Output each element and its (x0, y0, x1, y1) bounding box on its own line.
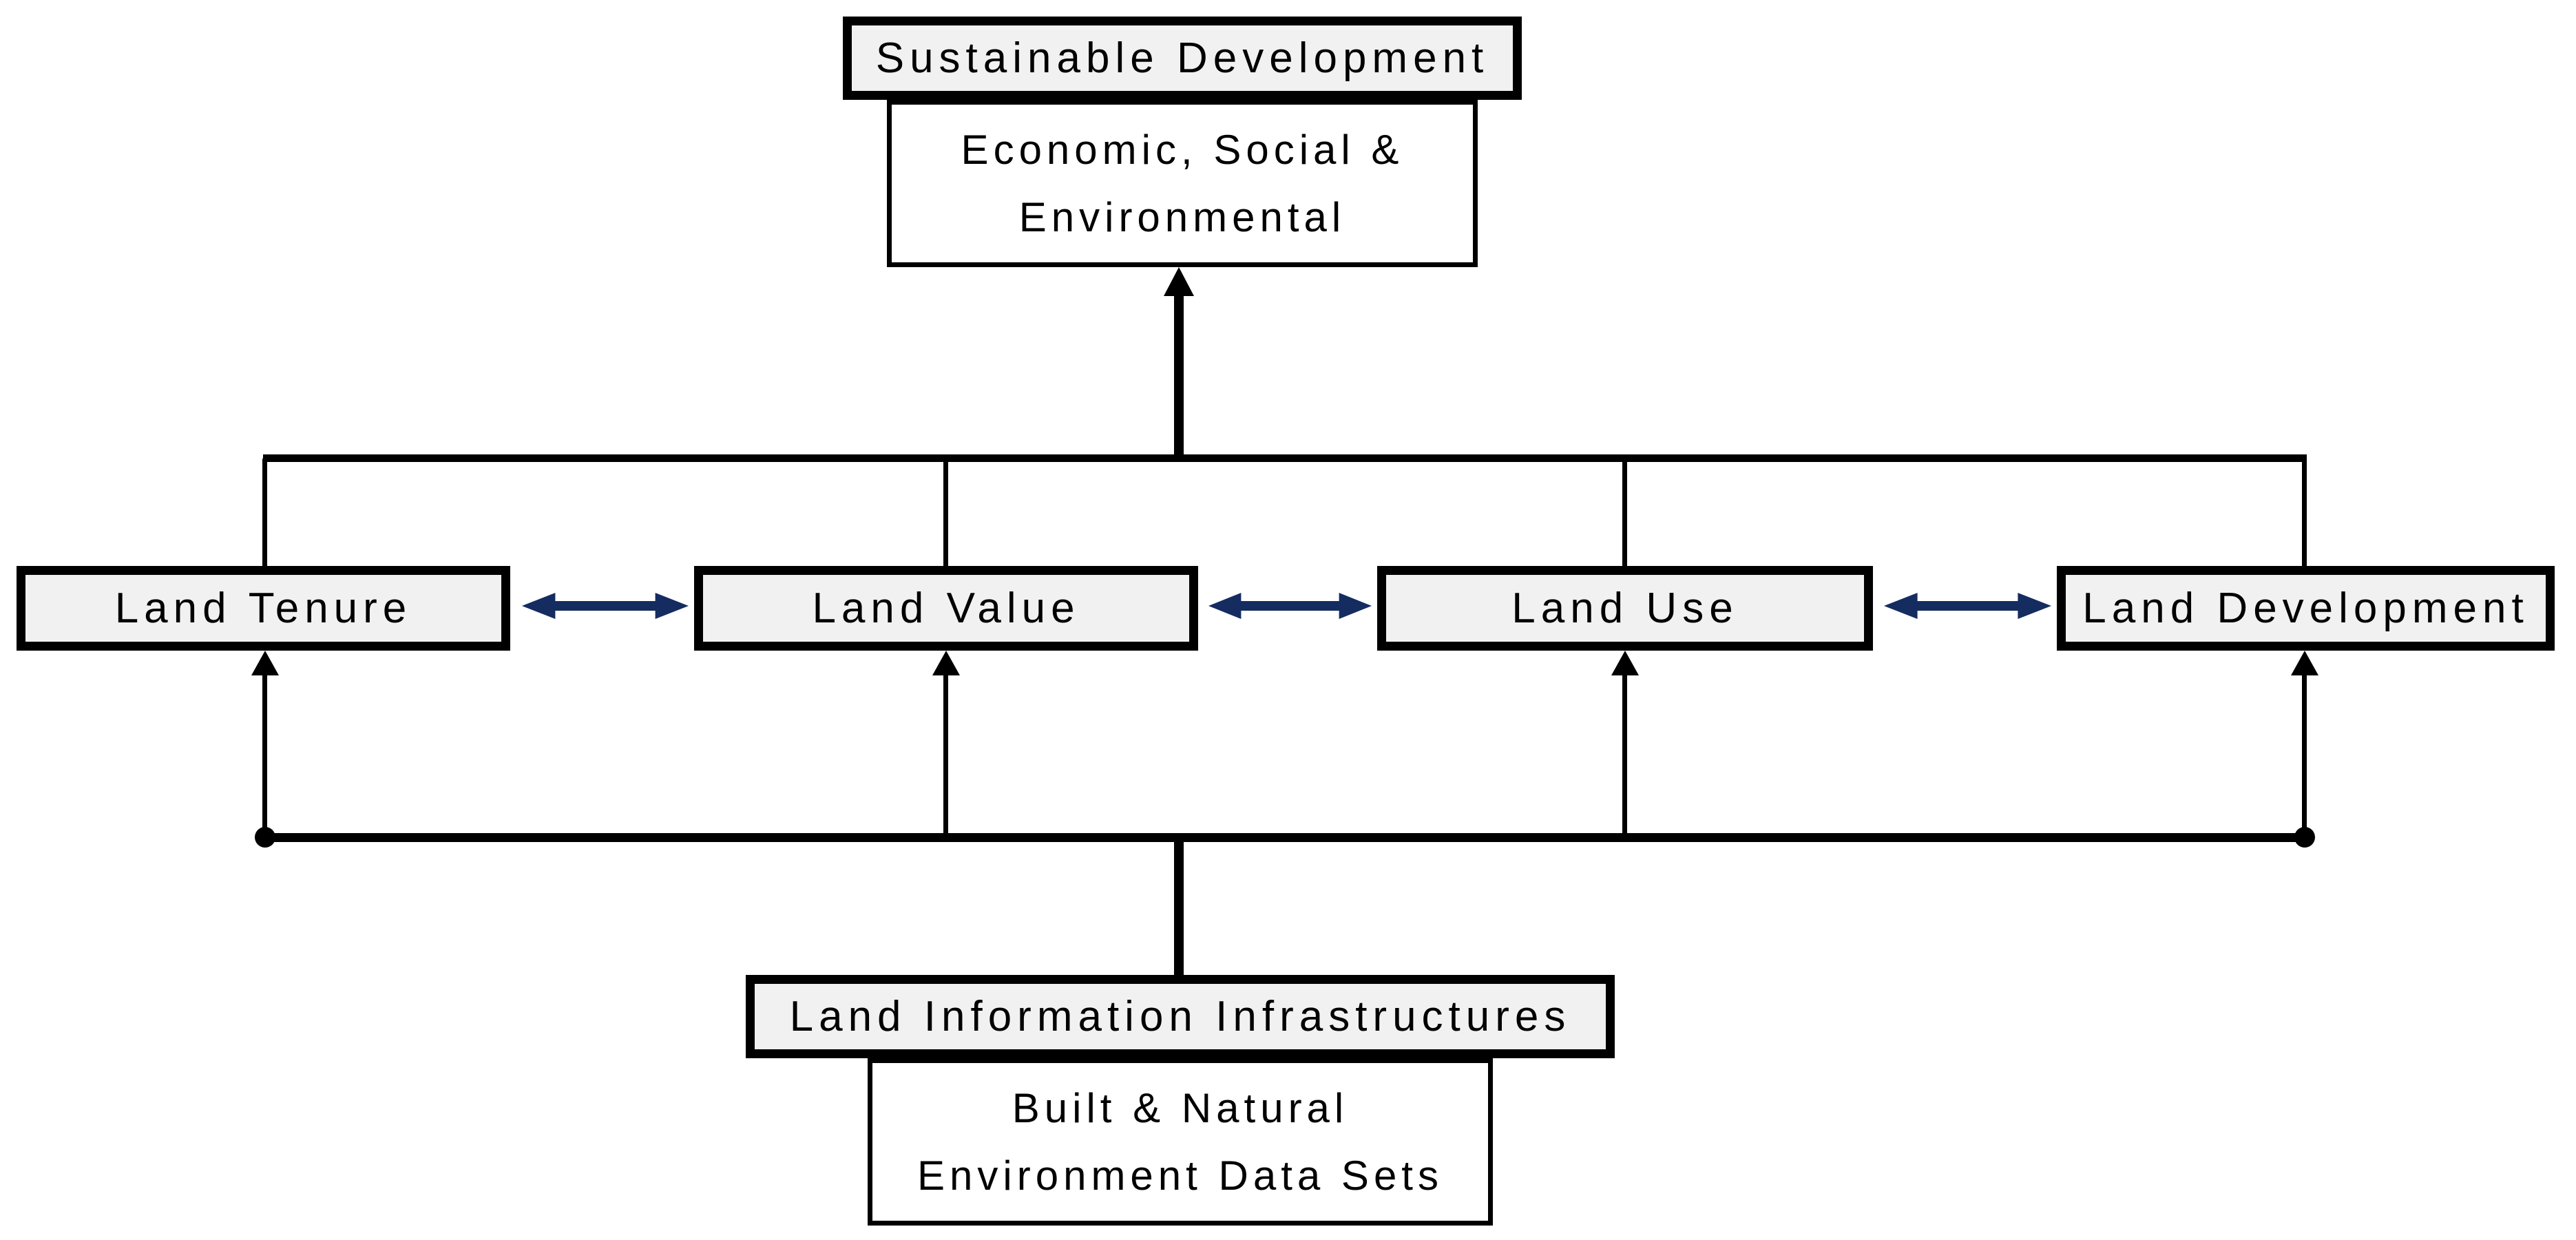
drop-line-land-development (2302, 459, 2307, 567)
drop-line-land-use (1622, 459, 1627, 567)
land-information-infrastructures-label: Land Information Infrastructures (789, 993, 1571, 1040)
land-value-box: Land Value (694, 566, 1198, 651)
land-information-infrastructures-box: Land Information Infrastructures (746, 975, 1615, 1058)
land-value-label: Land Value (812, 585, 1080, 632)
land-tenure-label: Land Tenure (114, 585, 412, 632)
drop-line-land-tenure (262, 459, 267, 567)
up-arrowhead-icon (2291, 651, 2318, 675)
riser-line-land-value (943, 673, 948, 836)
riser-line-land-development (2302, 673, 2307, 836)
sustainable-development-box: Sustainable Development (843, 17, 1522, 100)
environment-data-sets-label: Environment Data Sets (917, 1152, 1443, 1199)
built-natural-environment-box: Built & Natural Environment Data Sets (868, 1058, 1493, 1226)
connector-to-sustainable-development (1174, 293, 1184, 459)
double-arrow-value-use-icon (1208, 593, 1372, 619)
double-arrow-tenure-value-icon (522, 593, 689, 619)
land-use-box: Land Use (1377, 566, 1873, 651)
built-natural-label: Built & Natural (1012, 1085, 1349, 1132)
land-use-label: Land Use (1511, 585, 1739, 632)
economic-social-environmental-box: Economic, Social & Environmental (887, 100, 1478, 267)
sustainable-development-label: Sustainable Development (875, 34, 1489, 82)
bottom-bracket-dot-right (2294, 827, 2315, 848)
bottom-bracket-line (265, 833, 2305, 842)
bottom-bracket-dot-left (255, 827, 275, 848)
land-development-box: Land Development (2057, 566, 2555, 651)
up-arrowhead-icon (932, 651, 960, 675)
environmental-label: Environmental (1018, 193, 1346, 240)
double-arrow-use-development-icon (1884, 593, 2051, 619)
land-tenure-box: Land Tenure (17, 566, 510, 651)
riser-line-land-use (1622, 673, 1627, 836)
land-development-label: Land Development (2082, 585, 2529, 632)
up-arrowhead-icon (1611, 651, 1639, 675)
up-arrowhead-icon (251, 651, 279, 675)
drop-line-land-value (943, 459, 948, 567)
up-arrowhead-icon (1164, 267, 1194, 296)
top-bracket-line (263, 454, 2307, 462)
connector-to-land-information (1174, 837, 1184, 978)
riser-line-land-tenure (262, 673, 267, 836)
economic-social-label: Economic, Social & (961, 127, 1404, 174)
